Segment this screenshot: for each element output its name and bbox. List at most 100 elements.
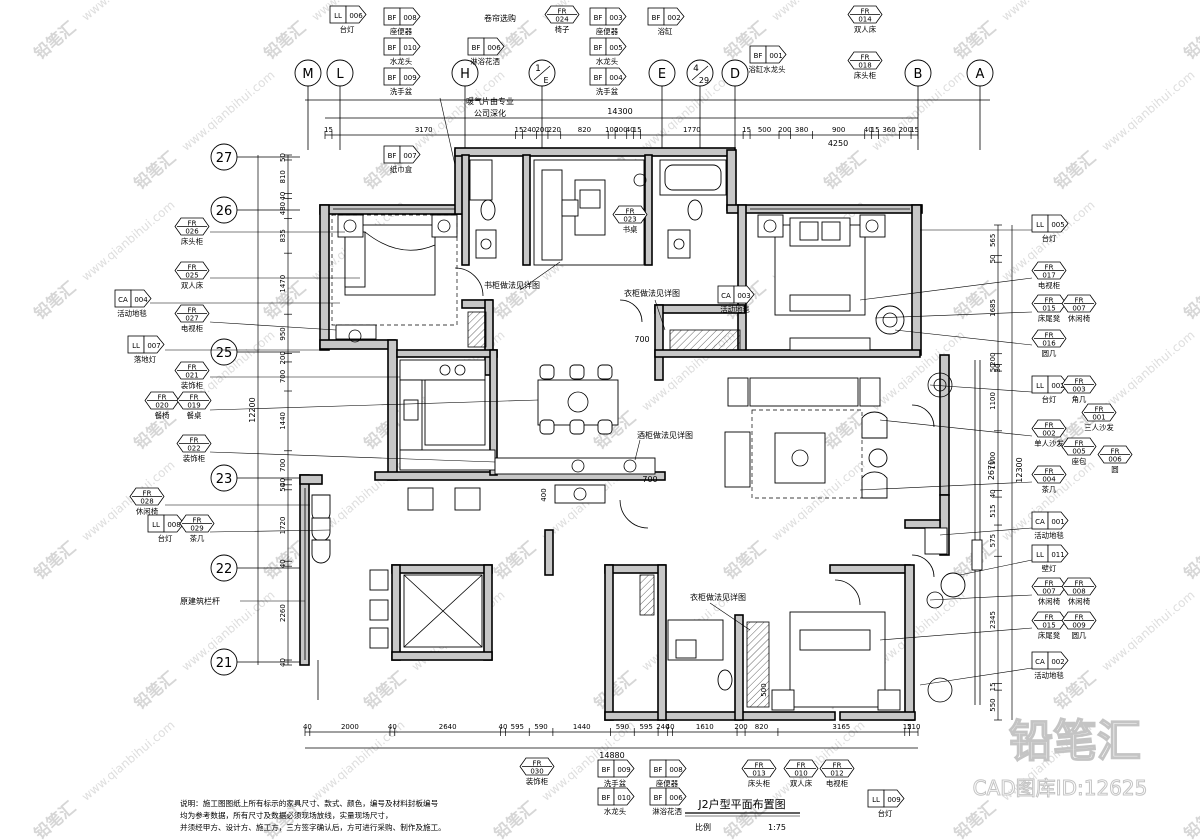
dim-segment-0: 565	[989, 234, 997, 247]
dim-segment-5: 1470	[279, 275, 287, 293]
dim-segment-9: 40	[626, 126, 635, 134]
tag-number: 004	[134, 296, 148, 304]
drawing-title: J2户型平面布置图	[697, 797, 785, 811]
row-bubble-23: 23	[210, 464, 300, 492]
tag-code: LL	[152, 521, 160, 529]
row-bubble-22: 22	[210, 554, 300, 582]
tag-number: 009	[617, 766, 630, 774]
dim-700-a: 700	[634, 335, 649, 344]
tag-number: 026	[185, 227, 199, 235]
column-bubble-1-E: 1E	[528, 59, 556, 150]
coffee-table	[774, 432, 826, 484]
tag-code: LL	[1036, 551, 1044, 559]
tag-number: 028	[140, 497, 153, 505]
tag-label: 装饰柜	[183, 454, 206, 463]
curtain-note: 卷帘选购	[484, 13, 516, 23]
tag-code: BF	[602, 766, 611, 774]
dim-segment-8: 200	[614, 126, 627, 134]
dim-segment-16: 40	[279, 658, 287, 667]
tag-label: 浴缸水龙头	[749, 65, 786, 74]
dim-segment-14: 820	[755, 723, 768, 731]
column-bubble-B: B	[904, 59, 932, 150]
column-bubble-H: H	[451, 59, 479, 150]
watermark-site: www.qianbihui.com	[79, 718, 178, 804]
tag-label: 休闲椅	[136, 507, 159, 516]
tag-label: 电视柜	[181, 324, 204, 333]
dim-segment-21: 15	[910, 126, 919, 134]
tag-code: BF	[388, 44, 397, 52]
tag-number: 006	[1108, 455, 1122, 463]
tag-number: 015	[1042, 304, 1055, 312]
dim-30: 30	[994, 364, 1002, 373]
tag-number: 020	[155, 401, 168, 409]
row-bubble-21: 21	[210, 648, 300, 676]
tag-label: 电视柜	[1038, 281, 1061, 290]
watermark-brand: 铅笔汇	[950, 798, 999, 840]
dim-segment-8: 515	[989, 504, 997, 517]
tag-label: 台灯	[158, 534, 173, 543]
tag-label: 台灯	[340, 25, 355, 34]
tag-number: 009	[1072, 621, 1085, 629]
column-bubble-A: A	[966, 59, 994, 150]
dim-segment-11: 40	[279, 478, 287, 487]
dim-segment-2: 15	[515, 126, 524, 134]
tag-number: 010	[794, 769, 807, 777]
tag-code: FR	[1075, 296, 1084, 304]
original-railing-note: 原建筑栏杆	[180, 596, 220, 606]
tag-code: FR	[861, 53, 870, 61]
tag-label: 床尾凳	[1038, 314, 1061, 323]
dim-segment-4: 835	[279, 229, 287, 242]
column-bubble-label: A	[976, 67, 985, 82]
tag-code: BF	[388, 152, 397, 160]
watermark-brand: 铅笔汇	[720, 538, 769, 583]
tag-code: FR	[626, 207, 635, 215]
watermark-site: www.qianbihui.com	[999, 0, 1098, 24]
dim-segment-3: 480	[279, 202, 287, 215]
column-bubble-E: E	[648, 59, 676, 150]
tag-number: 010	[617, 794, 630, 802]
dim-segment-8: 590	[616, 723, 629, 731]
tag-label: 电视柜	[826, 779, 849, 788]
dim-segment-5: 220	[548, 126, 561, 134]
column-bubble-label: M	[302, 67, 313, 82]
three-seat-sofa	[749, 377, 859, 407]
dim-segment-3: 200	[989, 352, 997, 365]
tag-number: 018	[858, 61, 871, 69]
note-line-2: 均为参考数据，所有尺寸及数据必须现场放线，实量现场尺寸，	[180, 810, 393, 820]
dim-segment-15: 3165	[832, 723, 850, 731]
tag-number: 009	[887, 796, 900, 804]
tag-number: 007	[1072, 304, 1085, 312]
dim-segment-17: 210	[907, 723, 920, 731]
tag-code: BF	[472, 44, 481, 52]
wardrobe-detail-note-top: 衣柜做法见详图	[624, 288, 680, 298]
tag-code: CA	[721, 292, 731, 300]
tag-code: LL	[334, 12, 342, 20]
brand-watermark: 铅笔汇 CAD图库ID:12625	[972, 715, 1148, 800]
dim-segment-1: 810	[279, 170, 287, 183]
